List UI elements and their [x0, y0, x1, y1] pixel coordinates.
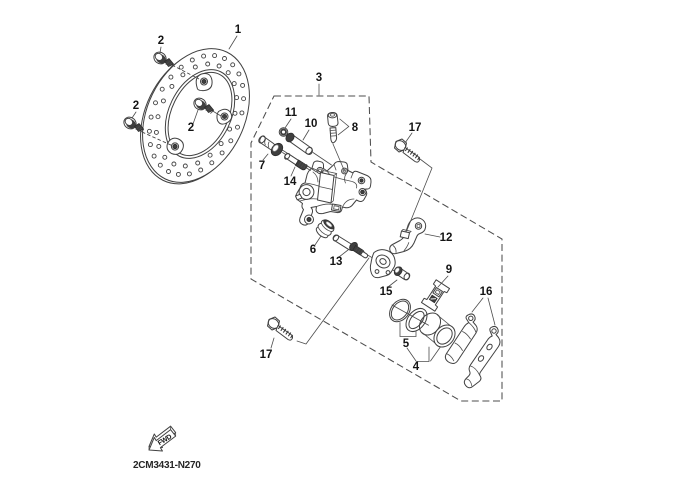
pin-14	[284, 152, 317, 173]
bushing-15	[393, 266, 411, 281]
boot-6	[315, 219, 335, 239]
callout-label-16: 16	[480, 286, 493, 298]
disc-tab-bottom	[166, 137, 184, 155]
callout-label-4: 4	[413, 361, 420, 373]
callout-label-2: 2	[188, 122, 194, 134]
bleed-screw-8	[327, 112, 350, 172]
ring-11	[278, 127, 289, 137]
disc-tab-top	[195, 72, 213, 92]
fwd-arrow: FWD	[148, 425, 177, 452]
part-number: 2CM3431-N270	[133, 460, 201, 471]
callout-label-11: 11	[285, 107, 298, 119]
pad-spring-9	[420, 279, 451, 312]
piston-4	[406, 312, 456, 362]
brake-pads-16	[444, 297, 501, 389]
callout-label-6: 6	[310, 244, 316, 256]
slide-bolt-13	[332, 234, 397, 273]
bracket-12	[389, 217, 427, 255]
callout-label-8: 8	[352, 122, 359, 134]
callout-label-10: 10	[305, 118, 318, 130]
callout-label-12: 12	[440, 232, 453, 244]
rear-pad	[463, 325, 501, 389]
callout-label-13: 13	[330, 256, 343, 268]
callout-label-15: 15	[380, 286, 393, 298]
callout-label-9: 9	[446, 264, 452, 276]
callout-label-1: 1	[235, 24, 242, 36]
disc-tab-right	[216, 108, 233, 125]
callout-label-5: 5	[403, 338, 410, 350]
bolt-17-bottom	[267, 316, 294, 349]
callout-label-7: 7	[259, 160, 265, 172]
caliper-body	[295, 160, 372, 226]
bolt-17-top	[394, 132, 433, 231]
callout-label-2: 2	[158, 35, 164, 47]
callout-label-17: 17	[409, 122, 422, 134]
callout-label-14: 14	[284, 176, 297, 188]
seals-5	[389, 298, 449, 337]
front-pad	[444, 313, 478, 364]
disc-bolt-center	[193, 97, 222, 117]
assembly-boundary	[250, 95, 503, 402]
leader-lines	[131, 35, 449, 288]
pivot-flange-15	[296, 249, 411, 345]
disc-bolt-top	[153, 51, 200, 80]
brake-disc	[140, 48, 250, 185]
pin-10	[285, 132, 332, 166]
callout-label-2: 2	[133, 100, 139, 112]
callout-label-17: 17	[260, 349, 273, 361]
disc-bolt-left	[123, 116, 174, 147]
callout-label-3: 3	[316, 72, 322, 84]
disc-holes	[146, 53, 247, 177]
